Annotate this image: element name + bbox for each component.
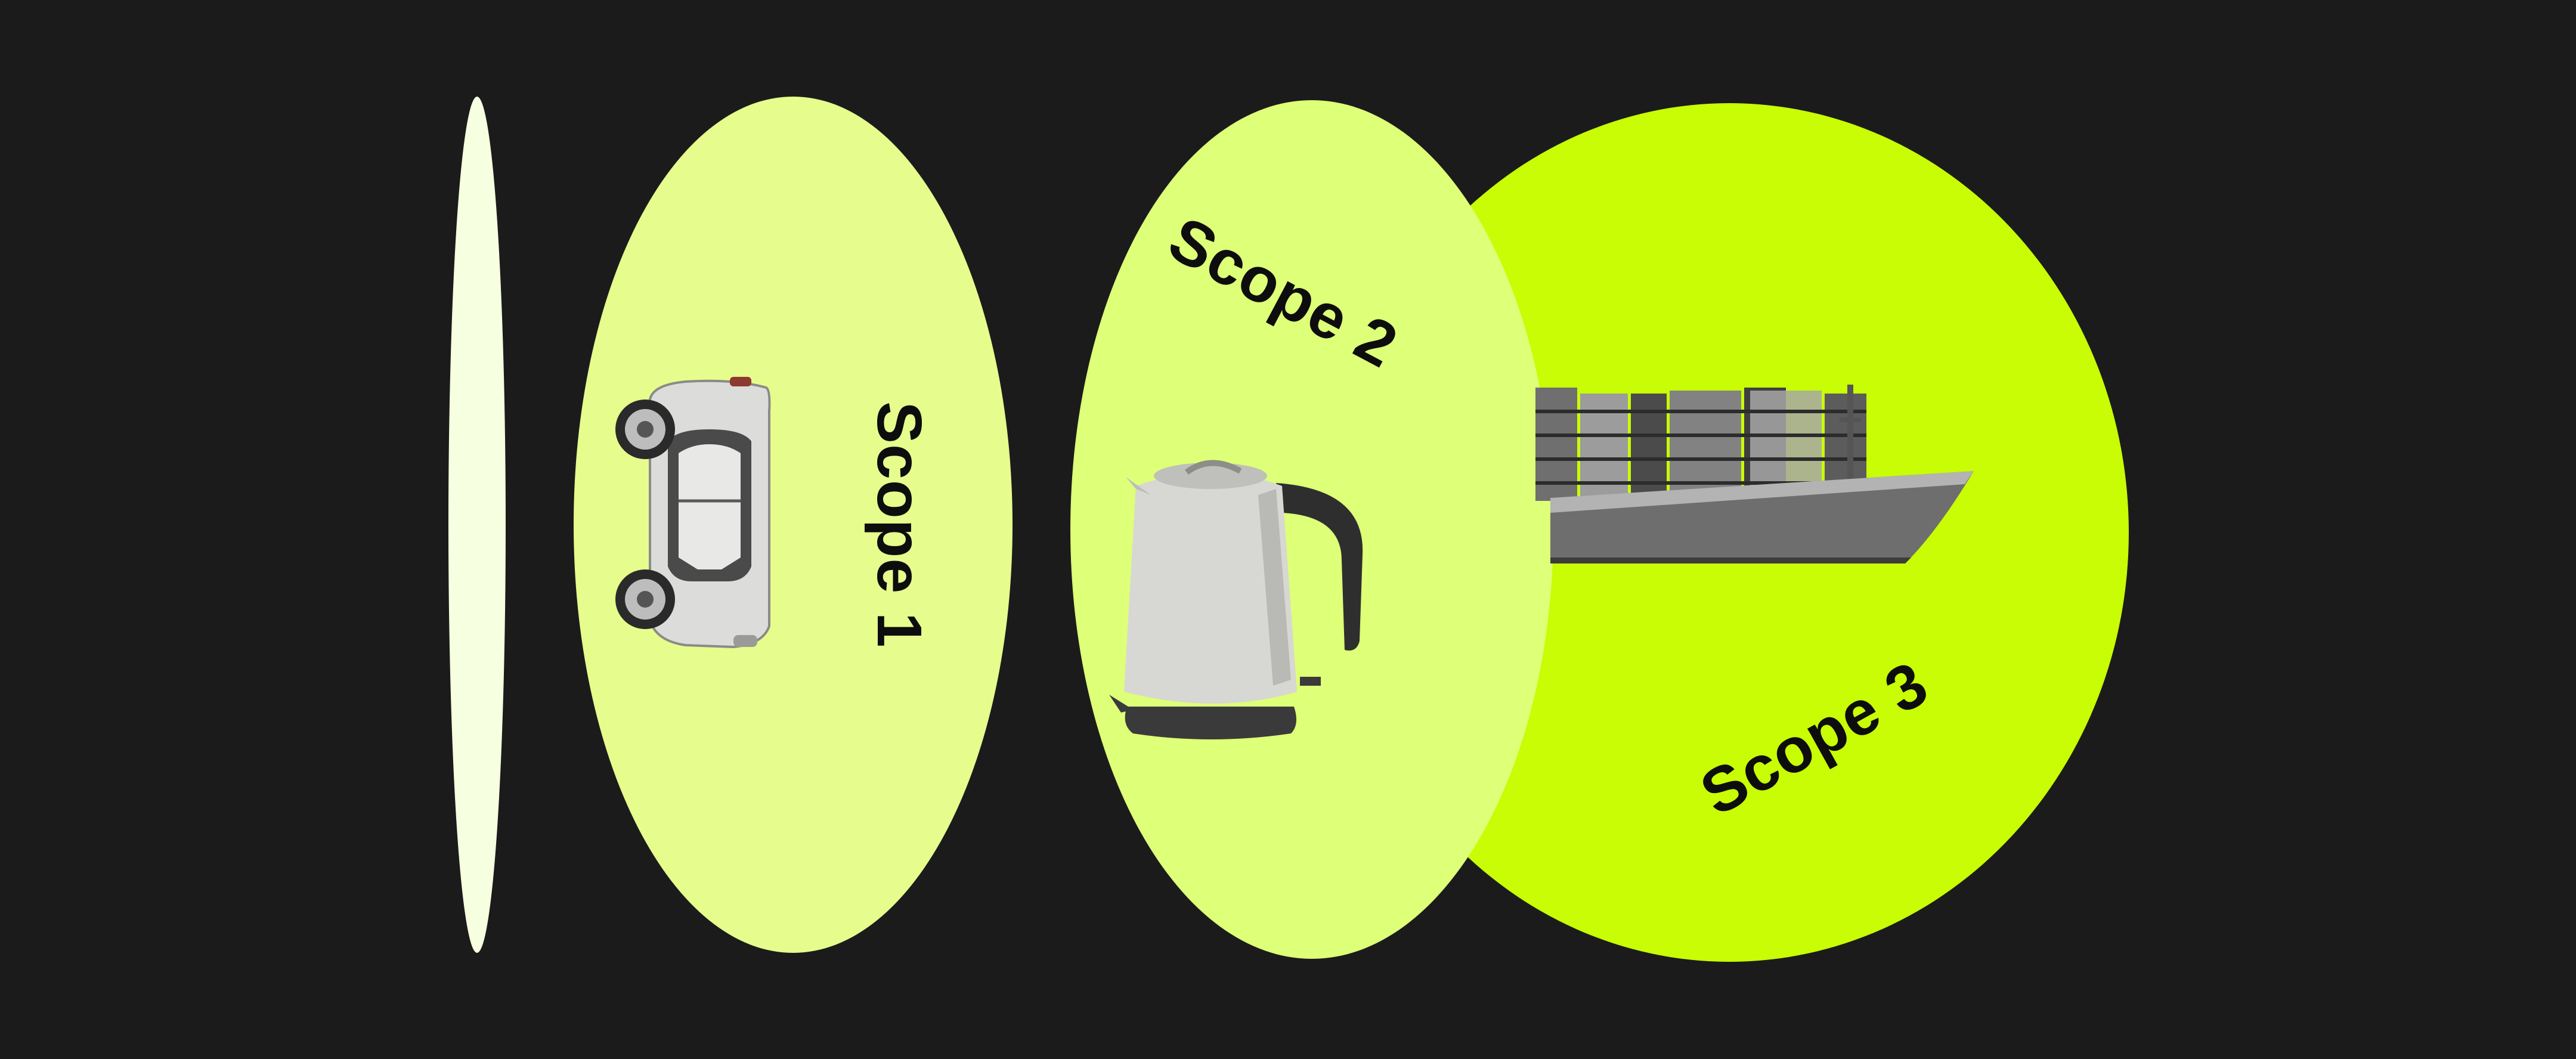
edge-ellipse (448, 97, 506, 953)
scope-2-ellipse (1070, 100, 1553, 959)
scope-1-ellipse (574, 97, 1013, 953)
scope-1-label: Scope 1 (864, 401, 934, 648)
cargo-ship-icon (1535, 385, 1974, 563)
car-icon (615, 377, 771, 649)
kettle-icon (1109, 460, 1363, 739)
